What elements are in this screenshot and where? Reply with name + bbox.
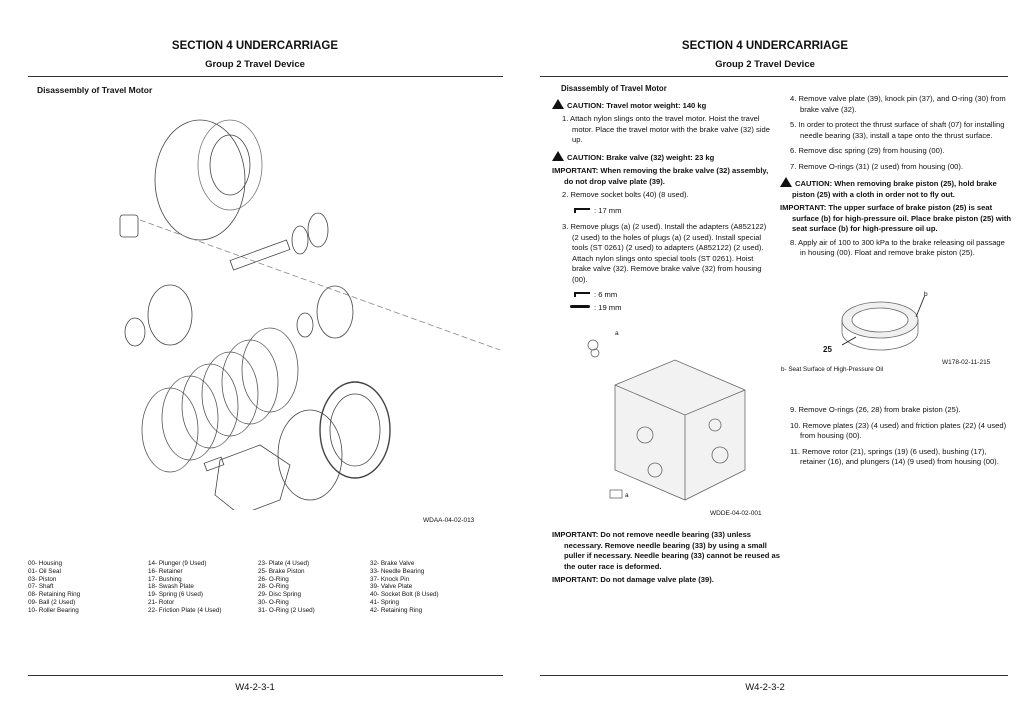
right-column: 4. Remove valve plate (39), knock pin (3… [780, 94, 1012, 264]
legend-item: 03- Piston [28, 575, 57, 583]
warning-icon [552, 98, 564, 109]
legend-item: 29- Disc Spring [258, 591, 302, 599]
exploded-view-diagram [119, 119, 501, 510]
brake-piston-figure [841, 295, 926, 351]
step-10: 10. Remove plates (23) (4 used) and fric… [790, 420, 1007, 441]
legend-item: 14- Plunger (9 Used) [148, 560, 207, 567]
right-column-lower: 9. Remove O-rings (26, 28) from brake pi… [780, 405, 1012, 473]
tool-size: : 19 mm [570, 303, 774, 314]
hex-wrench-icon [574, 292, 590, 297]
legend-column: 14- Plunger (9 Used) 16- Retainer 17- Bu… [148, 560, 258, 615]
step-7: 7. Remove O-rings (31) (2 used) from hou… [790, 161, 964, 171]
legend-item: 22- Friction Plate (4 Used) [148, 606, 222, 614]
header-rule [540, 76, 1008, 77]
legend-item: 09- Ball (2 Used) [28, 598, 76, 606]
page-number: W4-2-3-2 [745, 682, 785, 693]
callout-25: 25 [823, 345, 832, 354]
legend-item: 30- O-Ring [258, 598, 289, 606]
callout-a: a [615, 330, 619, 337]
footer-rule [28, 675, 503, 676]
figure-legend: b- Seat Surface of High-Pressure Oil [781, 366, 884, 373]
legend-item: 00- Housing [28, 560, 62, 567]
legend-item: 26- O-Ring [258, 575, 289, 583]
footer-rule [540, 675, 1008, 676]
legend-item: 23- Plate (4 Used) [258, 560, 310, 567]
brake-piston-part [319, 381, 391, 479]
parts-legend: 00- Housing 01- Oil Seal 03- Piston 07- … [28, 560, 480, 615]
legend-item: 08- Retaining Ring [28, 591, 81, 599]
swash-plate-part [147, 284, 193, 346]
spanner-icon [570, 304, 590, 308]
step-3: 3. Remove plugs (a) (2 used). Install th… [562, 222, 767, 284]
legend-item: 17- Bushing [148, 575, 182, 583]
important-notes: IMPORTANT: Do not remove needle bearing … [552, 530, 782, 589]
section-title: SECTION 4 UNDERCARRIAGE [681, 40, 849, 52]
figure-id: WDDE-04-02-001 [710, 510, 762, 517]
tool-size: : 6 mm [574, 290, 774, 301]
legend-item: 07- Shaft [28, 583, 54, 591]
tool-size: : 17 mm [574, 206, 774, 217]
legend-item: 28- O-Ring [258, 583, 289, 591]
legend-item: 39- Valve Plate [370, 583, 413, 591]
legend-item: 41- Spring [370, 598, 400, 606]
brake-valve-figure [587, 339, 746, 501]
hex-wrench-icon [574, 207, 590, 213]
legend-item: 37- Knock Pin [370, 575, 410, 583]
step-11: 11. Remove rotor (21), springs (19) (6 u… [790, 446, 999, 467]
left-column: Disassembly of Travel Motor CAUTION: Tra… [552, 84, 774, 313]
section-heading: Disassembly of Travel Motor [37, 85, 153, 95]
group-title: Group 2 Travel Device [715, 59, 815, 70]
step-5: 5. In order to protect the thrust surfac… [790, 120, 1005, 140]
rotor-part [316, 285, 354, 339]
figure-id: WDAA-04-02-013 [423, 517, 475, 524]
figure-id: W178-02-11-215 [942, 359, 991, 366]
section-title: SECTION 4 UNDERCARRIAGE [171, 40, 339, 52]
page-number: W4-2-3-1 [235, 682, 275, 693]
group-title: Group 2 Travel Device [205, 59, 305, 70]
important-note: IMPORTANT: The upper surface of brake pi… [780, 203, 1011, 233]
caution-note: CAUTION: Brake valve (32) weight: 23 kg [552, 150, 774, 164]
callout-b: b [924, 291, 928, 298]
step-9: 9. Remove O-rings (26, 28) from brake pi… [790, 405, 961, 414]
callout-a: a [625, 492, 629, 499]
legend-item: 18- Swash Plate [148, 583, 194, 591]
housing-part [154, 119, 246, 241]
legend-item: 33- Needle Bearing [370, 567, 425, 575]
warning-icon [780, 177, 792, 187]
step-8: 8. Apply air of 100 to 300 kPa to the br… [790, 237, 1005, 258]
important-note: IMPORTANT: Do not damage valve plate (39… [552, 575, 714, 584]
legend-item: 25- Brake Piston [258, 567, 305, 575]
legend-item: 32- Brake Valve [370, 560, 415, 567]
legend-item: 10- Roller Bearing [28, 606, 79, 614]
step-1: 1. Attach nylon slings onto the travel m… [562, 114, 770, 144]
legend-column: 32- Brake Valve 33- Needle Bearing 37- K… [370, 560, 480, 615]
legend-item: 40- Socket Bolt (8 Used) [370, 591, 439, 599]
legend-column: 00- Housing 01- Oil Seal 03- Piston 07- … [28, 560, 148, 615]
legend-item: 31- O-Ring (2 Used) [258, 606, 315, 614]
important-note: IMPORTANT: When removing the brake valve… [552, 166, 769, 186]
brake-valve-part [214, 444, 291, 510]
legend-item: 16- Retainer [148, 567, 183, 575]
legend-item: 01- Oil Seal [28, 567, 61, 575]
step-2: 2. Remove socket bolts (40) (8 used). [562, 190, 689, 199]
section-heading: Disassembly of Travel Motor [561, 84, 667, 93]
caution-note: CAUTION: Travel motor weight: 140 kg [552, 98, 774, 112]
header-rule [28, 76, 503, 77]
caution-note: CAUTION: When removing brake piston (25)… [780, 177, 1012, 200]
legend-item: 21- Rotor [148, 598, 175, 606]
important-note: IMPORTANT: Do not remove needle bearing … [552, 530, 780, 571]
step-4: 4. Remove valve plate (39), knock pin (3… [790, 94, 1006, 114]
step-6: 6. Remove disc spring (29) from housing … [790, 146, 945, 155]
warning-icon [552, 150, 564, 161]
legend-item: 19- Spring (6 Used) [148, 591, 203, 599]
legend-column: 23- Plate (4 Used) 25- Brake Piston 26- … [258, 560, 370, 615]
legend-item: 42- Retaining Ring [370, 606, 423, 614]
